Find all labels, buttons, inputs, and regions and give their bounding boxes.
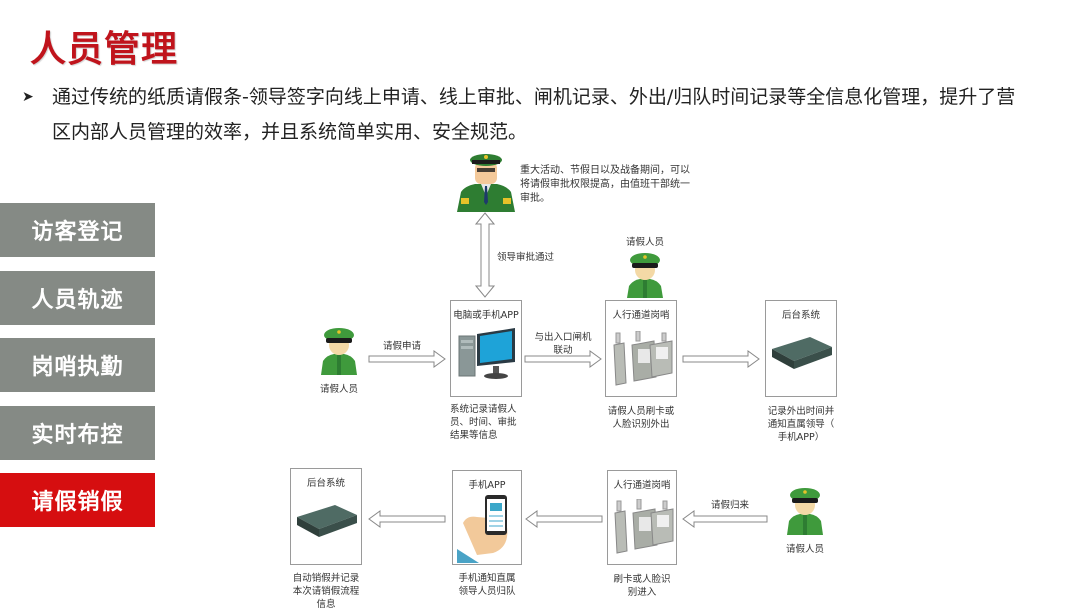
turnstile-icon — [613, 331, 673, 386]
server-box-caption: 记录外出时间并 通知直属领导（ 手机APP） — [767, 406, 835, 443]
pc-box-caption: 系统记录请假人 员、时间、审批 结果等信息 — [450, 404, 517, 441]
return-arrow-label: 请假归来 — [710, 500, 749, 511]
server-box-title: 后台系统 — [781, 310, 820, 321]
arrow-left-icon — [682, 510, 768, 528]
sidebar-item-guard-duty[interactable]: 岗哨执勤 — [0, 338, 155, 392]
arrow-right-icon — [682, 350, 760, 368]
pc-box-title: 电脑或手机APP — [453, 310, 519, 321]
soldier-icon — [627, 253, 663, 298]
arrow-right-icon — [524, 350, 602, 368]
phone-box-title: 手机APP — [468, 480, 506, 491]
server-box-title: 后台系统 — [306, 478, 345, 489]
phone-app-box: 手机APP — [452, 470, 522, 565]
sidebar-item-personnel-tracking[interactable]: 人员轨迹 — [0, 270, 155, 325]
turnstile-box: 人行通道岗哨 — [607, 470, 677, 565]
sidebar-item-leave-management[interactable]: 请假销假 — [0, 473, 155, 527]
link-arrow-label: 与出入口闸机 联动 — [534, 332, 592, 356]
double-arrow-vertical-icon — [475, 212, 495, 298]
sidebar-item-realtime-control[interactable]: 实时布控 — [0, 405, 155, 460]
soldier-icon — [321, 328, 357, 375]
sidebar-nav: 访客登记 人员轨迹 岗哨执勤 实时布控 请假销假 — [0, 203, 155, 541]
arrow-right-icon — [368, 350, 446, 368]
arrow-left-icon — [368, 510, 446, 528]
pc-app-box: 电脑或手机APP — [450, 300, 522, 397]
server-icon — [297, 505, 357, 537]
gate-person-label: 请假人员 — [625, 237, 664, 248]
server-box-caption: 自动销假并记录 本次请销假流程 信息 — [292, 573, 360, 608]
page-title: 人员管理 — [30, 29, 179, 70]
phone-box-caption: 手机通知直属 领导人员归队 — [458, 573, 516, 597]
gate-box-title: 人行通道岗哨 — [612, 310, 670, 321]
backend-server-box: 后台系统 — [290, 468, 362, 565]
sidebar-item-visitor-registration[interactable]: 访客登记 — [0, 203, 155, 257]
server-icon — [772, 337, 832, 369]
turnstile-icon — [614, 499, 674, 554]
officer-icon — [457, 154, 515, 212]
description: ➤ 通过传统的纸质请假条-领导签字向线上申请、线上审批、闸机记录、外出/归队时间… — [22, 80, 1032, 150]
description-text: 通过传统的纸质请假条-领导签字向线上申请、线上审批、闸机记录、外出/归队时间记录… — [52, 86, 1016, 143]
applicant-label: 请假人员 — [319, 384, 358, 395]
returner-label: 请假人员 — [785, 544, 824, 555]
gate-box-caption: 刷卡或人脸识 别进入 — [613, 574, 671, 598]
approval-label: 领导审批通过 — [497, 252, 555, 263]
gate-box-title: 人行通道岗哨 — [613, 480, 671, 491]
computer-icon — [458, 328, 515, 379]
leader-note: 重大活动、节假日以及战备期间，可以 将请假审批权限提高，由值班干部统一 审批。 — [520, 165, 690, 204]
soldier-icon — [787, 488, 823, 535]
turnstile-box: 人行通道岗哨 — [605, 300, 677, 397]
bullet-arrow-icon: ➤ — [22, 89, 34, 105]
backend-server-box: 后台系统 — [765, 300, 837, 397]
apply-arrow-label: 请假申请 — [382, 341, 421, 352]
phone-icon — [457, 495, 508, 563]
arrow-left-icon — [525, 510, 603, 528]
gate-box-caption: 请假人员刷卡或 人脸识别外出 — [607, 406, 675, 430]
